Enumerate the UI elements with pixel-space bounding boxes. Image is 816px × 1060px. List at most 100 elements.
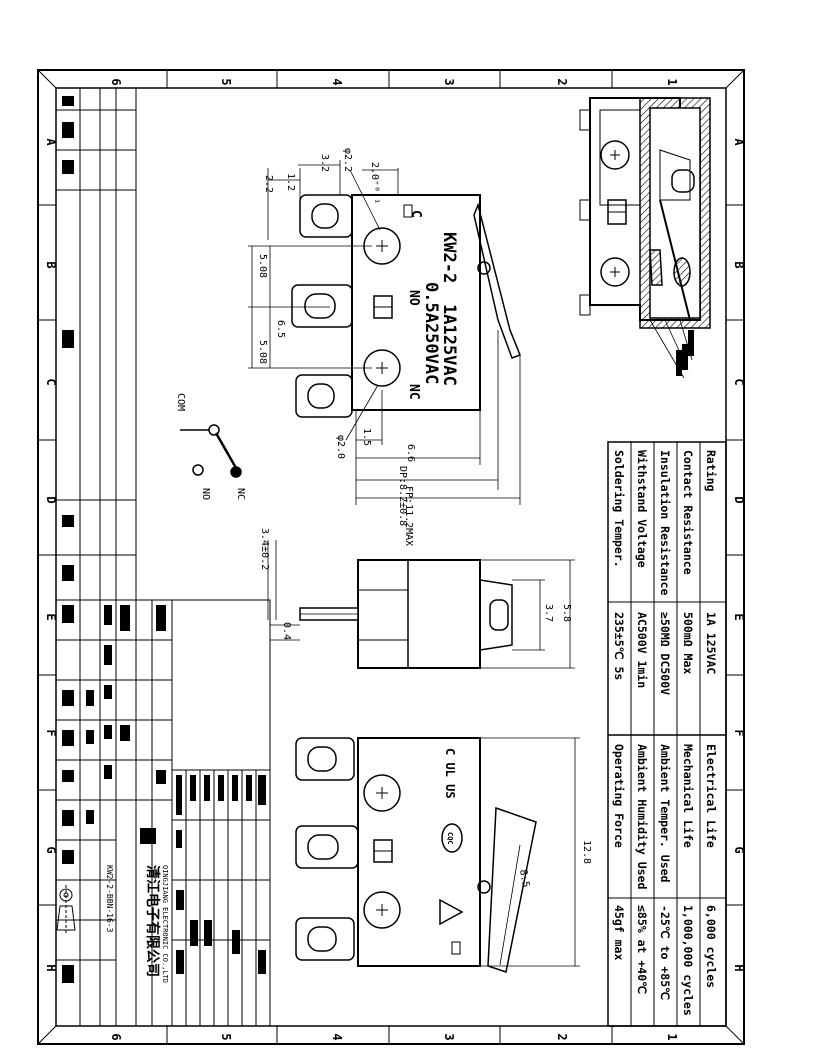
- title-block-grid: [55, 599, 271, 1027]
- zone-letter: G: [44, 846, 58, 853]
- dim-5-08-b: 5.08: [257, 340, 268, 364]
- side-view: [299, 559, 513, 669]
- spec-table-right: Electrical Life Mechanical Life Ambient …: [612, 744, 718, 1016]
- zone-letter: C: [732, 378, 746, 385]
- bottom-view: [295, 737, 537, 973]
- terminal-c-label: C: [408, 210, 423, 218]
- terminal-no: [291, 284, 353, 328]
- spec-label: Rating: [704, 450, 718, 492]
- spec-value: 1,000,000 cycles: [681, 905, 695, 1016]
- frame-corner: [725, 69, 745, 89]
- dim-2-2: 2.2: [263, 175, 274, 193]
- roller: [477, 261, 491, 275]
- frame-corner: [725, 1025, 745, 1045]
- zone-number: 4: [330, 78, 344, 85]
- spec-label: Electrical Life: [704, 744, 718, 848]
- terminal-no-label: NO: [406, 290, 421, 306]
- spec-value: 500mΩ Max: [681, 612, 695, 674]
- dim-0-4: 0.4: [281, 622, 292, 640]
- dim-3-2: 3.2: [319, 154, 330, 172]
- rating-1: 1A125VAC: [439, 304, 459, 386]
- spec-value: 235±5℃ 5s: [612, 612, 626, 680]
- spec-value: 1A 125VAC: [704, 612, 718, 674]
- zone-letter: B: [732, 261, 746, 268]
- bottom-view-dimensions: [480, 737, 580, 967]
- title-block-small-text: [62, 96, 266, 983]
- zone-number: 3: [442, 1033, 456, 1040]
- zone-number: 4: [330, 1033, 344, 1040]
- zone-number: 2: [555, 1033, 569, 1040]
- zone-letter: E: [732, 613, 746, 620]
- zone-letter: E: [44, 613, 58, 620]
- spec-value: 45gf max: [612, 905, 626, 960]
- dim-12-8: 12.8: [581, 840, 592, 864]
- outer-frame: [37, 69, 745, 1045]
- terminal-nc-label: NC: [406, 384, 421, 400]
- dim-5-8: 5.8: [561, 604, 572, 622]
- dim-3-7: 3.7: [543, 604, 554, 622]
- company-logo: [140, 828, 156, 844]
- dim-1-2: 1.2: [285, 173, 296, 191]
- spec-label: Insulation Resistance: [658, 450, 672, 595]
- cross-section-labels: [676, 330, 694, 376]
- spec-value: ≥50MΩ DC500V: [658, 612, 672, 695]
- zone-number: 3: [442, 78, 456, 85]
- zone-letter: F: [732, 729, 746, 736]
- zone-letter: B: [44, 261, 58, 268]
- dim-2-0: 2.0⁺⁰·¹: [369, 162, 380, 204]
- dim-6-6: 6.6: [405, 444, 416, 462]
- spec-label: Ambient Humidity Used: [635, 744, 649, 889]
- terminal-c: [299, 194, 353, 238]
- part-number: KW2-2-BBN-16-3: [105, 865, 114, 933]
- schematic-nc: NC: [235, 488, 246, 500]
- zone-numbers-bottom: 1 2 3 4 5 6: [109, 1033, 679, 1040]
- spec-value: 6,000 cycles: [704, 905, 718, 988]
- bottom-view-labels: 12.8 8.5 C UL US CQC: [443, 748, 592, 888]
- zone-letter: C: [44, 378, 58, 385]
- model-label: KW2-2: [439, 232, 459, 283]
- ul-logo: C UL US: [443, 748, 457, 799]
- zone-number: 2: [555, 78, 569, 85]
- rating-2: 0.5A250VAC: [421, 282, 441, 384]
- zone-letter: F: [44, 729, 58, 736]
- part-marking: KW2-2 1A125VAC 0.5A250VAC C NO NC: [406, 210, 459, 400]
- top-view-dimensions: [248, 160, 521, 505]
- bottom-lever: [487, 806, 537, 973]
- spec-value: AC500V 1min: [635, 612, 649, 688]
- zone-numbers-top: 1 2 3 4 5 6: [109, 78, 679, 85]
- spec-value: -25℃ to +85℃: [658, 905, 672, 1000]
- zone-number: 1: [665, 78, 679, 85]
- zone-letter: A: [44, 138, 58, 146]
- dim-5-08-a: 5.08: [257, 254, 268, 278]
- dim-phi2-0: φ2.0: [335, 435, 346, 459]
- zone-letter: A: [732, 138, 746, 146]
- frame-corner: [37, 1025, 57, 1045]
- spec-label: Mechanical Life: [681, 744, 695, 848]
- cqc-logo-icon: [441, 823, 463, 853]
- schematic-labels: COM NO NC: [175, 393, 246, 500]
- schematic: [180, 424, 242, 478]
- warning-triangle-icon: [439, 898, 464, 926]
- spec-label: Ambient Temper. Used: [658, 744, 672, 883]
- cross-section: [579, 97, 711, 379]
- company-name-cn: 清江电子有限公司: [144, 865, 161, 977]
- zone-letters: A B C D E F G H A B C D E F G H: [44, 138, 746, 971]
- company-name-en: QINGJIANG ELECTRONIC CO.,LTD: [161, 865, 169, 983]
- side-view-dimensions: [267, 540, 575, 669]
- zone-letter: H: [44, 964, 58, 971]
- cqc-logo: CQC: [446, 832, 454, 845]
- spec-table-grid: [607, 441, 727, 1027]
- zone-number: 5: [219, 78, 233, 85]
- spec-label: Withstand Voltage: [635, 450, 649, 568]
- spec-label: Soldering Temper.: [612, 450, 626, 568]
- dim-6-5: 6.5: [275, 320, 286, 338]
- revision-strip: [56, 88, 137, 1026]
- spec-label: Contact Resistance: [681, 450, 695, 575]
- top-view-dimension-labels: 2.2 1.2 3.2 φ2.2 2.0⁺⁰·¹ 5.08 6.5 5.08 1…: [257, 148, 416, 546]
- zone-dividers: [38, 70, 744, 1044]
- dim-phi2-2: φ2.2: [342, 148, 353, 172]
- schematic-no: NO: [200, 488, 211, 500]
- dim-dp: DP:8.2±0.8: [397, 466, 408, 526]
